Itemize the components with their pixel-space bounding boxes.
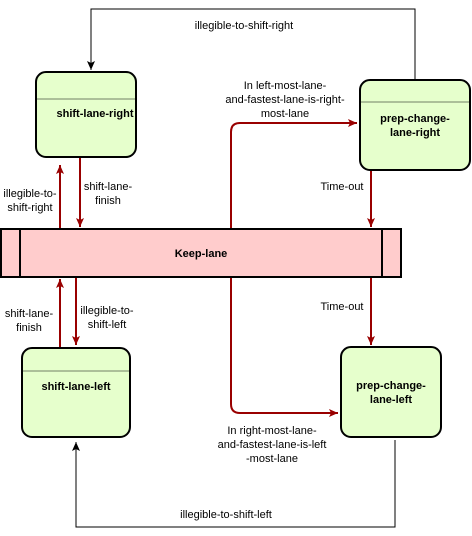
label-to-prep-right-1: In left-most-lane-	[244, 80, 327, 92]
state-prep-change-lane-right[interactable]: prep-change- lane-right	[359, 79, 471, 171]
label-right-finish-1: shift-lane-	[84, 181, 133, 193]
edge-prep-left-to-shift-left	[72, 440, 396, 528]
state-label-shift-lane-left: shift-lane-left	[41, 381, 110, 393]
label-to-prep-right-2: and-fastest-lane-is-right-	[225, 94, 345, 106]
label-right-finish-2: finish	[95, 195, 121, 207]
state-label-prep-change-lane-right-1: prep-change-	[380, 113, 450, 125]
label-left-finish-1: shift-lane-	[5, 308, 54, 320]
label-timeout-left: Time-out	[321, 301, 364, 313]
state-prep-change-lane-left[interactable]: prep-change- lane-left	[340, 346, 442, 438]
edge-prep-right-to-shift-right	[87, 8, 416, 80]
label-left-abort-1: illegible-to-	[80, 305, 134, 317]
label-left-abort-2: shift-left	[88, 319, 127, 331]
edge-keep-to-prep-left	[230, 278, 338, 417]
label-timeout-right: Time-out	[321, 181, 364, 193]
state-label-prep-change-lane-left-2: lane-left	[370, 394, 413, 406]
state-label-prep-change-lane-left-1: prep-change-	[356, 380, 426, 392]
label-right-abort-2: shift-right	[7, 202, 52, 214]
label-to-prep-left-3: -most-lane	[246, 453, 298, 465]
edge-keep-to-prep-right	[230, 119, 357, 228]
label-to-prep-left-1: In right-most-lane-	[227, 425, 317, 437]
state-shift-lane-left[interactable]: shift-lane-left	[21, 347, 131, 438]
state-label-keep-lane: Keep-lane	[175, 248, 228, 260]
label-bottom-loop: illegible-to-shift-left	[180, 509, 272, 521]
state-label-prep-change-lane-right-2: lane-right	[390, 127, 440, 139]
state-keep-lane[interactable]: Keep-lane	[0, 228, 402, 278]
label-top-loop: illegible-to-shift-right	[195, 20, 293, 32]
label-to-prep-left-2: and-fastest-lane-is-left	[218, 439, 327, 451]
state-shift-lane-right[interactable]: shift-lane-right	[35, 71, 137, 158]
label-to-prep-right-3: most-lane	[261, 108, 309, 120]
state-label-shift-lane-right: shift-lane-right	[57, 108, 134, 120]
label-left-finish-2: finish	[16, 322, 42, 334]
label-right-abort-1: illegible-to-	[3, 188, 57, 200]
